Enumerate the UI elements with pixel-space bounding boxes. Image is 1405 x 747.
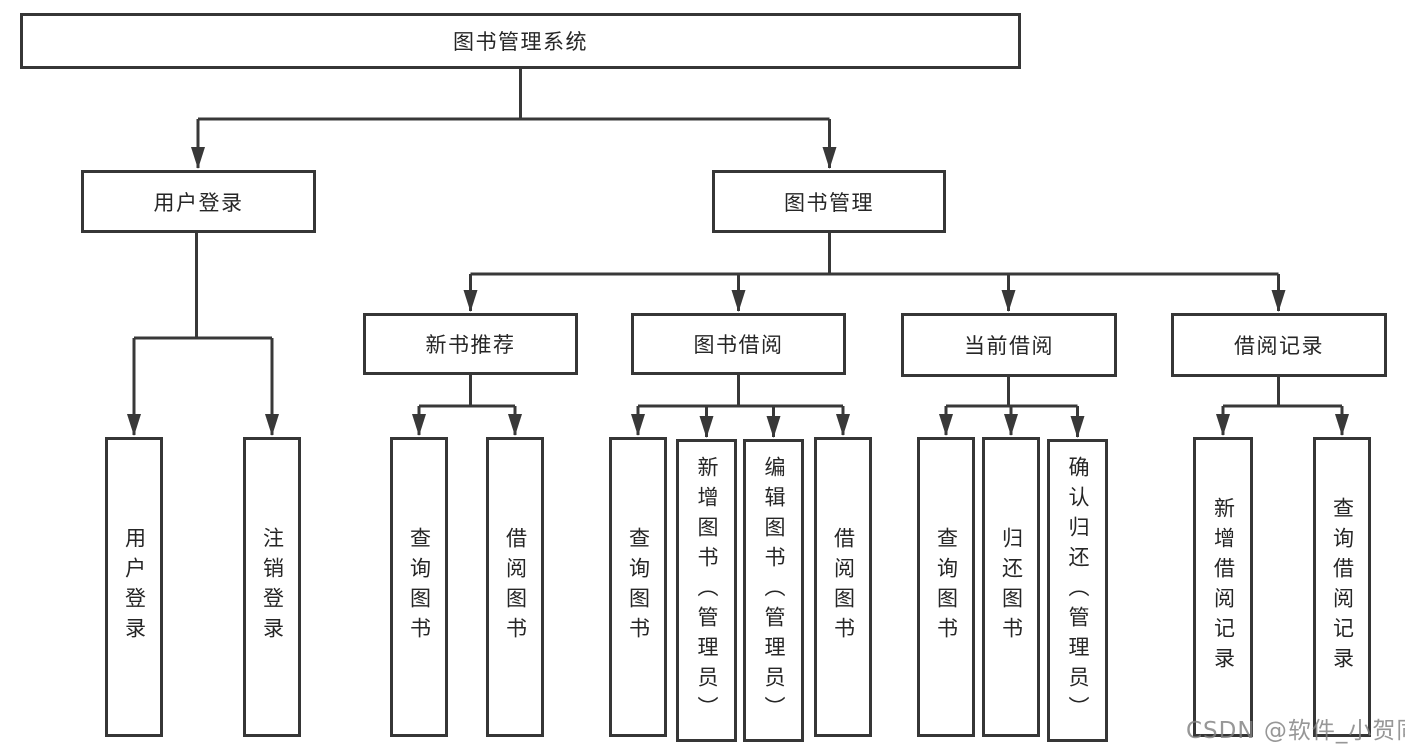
leaf-search-book-borrowing: 查询图书 (609, 437, 667, 737)
node-user-login-label: 用户登录 (153, 190, 244, 215)
node-book-mgmt: 图书管理 (712, 170, 946, 233)
csdn-watermark: CSDN @软件_小贺同学 (1186, 718, 1405, 744)
leaf-add-borrow-record: 新增借阅记录 (1193, 437, 1253, 737)
node-current-borrowing: 当前借阅 (901, 313, 1117, 377)
leaf-search-borrow-record: 查询借阅记录 (1313, 437, 1371, 737)
leaf-confirm-return-admin-label: 确认归还（管理员） (1066, 455, 1090, 726)
node-book-borrowing: 图书借阅 (631, 313, 846, 375)
leaf-return-book-label: 归还图书 (999, 527, 1024, 647)
node-new-book-recommend: 新书推荐 (363, 313, 578, 375)
leaf-add-book-admin: 新增图书（管理员） (676, 439, 737, 742)
leaf-logout-label: 注销登录 (260, 527, 285, 647)
leaf-borrow-book-recommend-label: 借阅图书 (503, 527, 528, 647)
node-root-label: 图书管理系统 (453, 30, 588, 54)
leaf-search-book-current: 查询图书 (917, 437, 975, 737)
node-current-borrowing-label: 当前借阅 (964, 334, 1054, 358)
leaf-search-book-recommend: 查询图书 (390, 437, 448, 737)
leaf-user-login: 用户登录 (105, 437, 163, 737)
leaf-edit-book-admin: 编辑图书（管理员） (743, 439, 804, 742)
leaf-borrow-book-recommend: 借阅图书 (486, 437, 544, 737)
node-book-mgmt-label: 图书管理 (784, 190, 874, 215)
node-book-borrowing-label: 图书借阅 (693, 333, 784, 357)
node-borrow-records-label: 借阅记录 (1234, 334, 1324, 358)
leaf-logout: 注销登录 (243, 437, 301, 737)
node-user-login: 用户登录 (81, 170, 316, 233)
leaf-edit-book-admin-label: 编辑图书（管理员） (762, 455, 786, 726)
leaf-return-book: 归还图书 (982, 437, 1040, 737)
leaf-add-book-admin-label: 新增图书（管理员） (695, 455, 719, 726)
leaf-search-borrow-record-label: 查询借阅记录 (1330, 497, 1355, 677)
leaf-borrow-book-label: 借阅图书 (831, 527, 856, 647)
node-new-book-recommend-label: 新书推荐 (425, 333, 516, 357)
node-borrow-records: 借阅记录 (1171, 313, 1387, 377)
leaf-search-book-current-label: 查询图书 (934, 527, 959, 647)
node-root: 图书管理系统 (20, 13, 1021, 69)
leaf-search-book-borrowing-label: 查询图书 (626, 527, 651, 647)
leaf-search-book-recommend-label: 查询图书 (407, 527, 432, 647)
leaf-user-login-label: 用户登录 (122, 527, 147, 647)
leaf-confirm-return-admin: 确认归还（管理员） (1047, 439, 1108, 742)
leaf-add-borrow-record-label: 新增借阅记录 (1211, 497, 1236, 677)
leaf-borrow-book: 借阅图书 (814, 437, 872, 737)
